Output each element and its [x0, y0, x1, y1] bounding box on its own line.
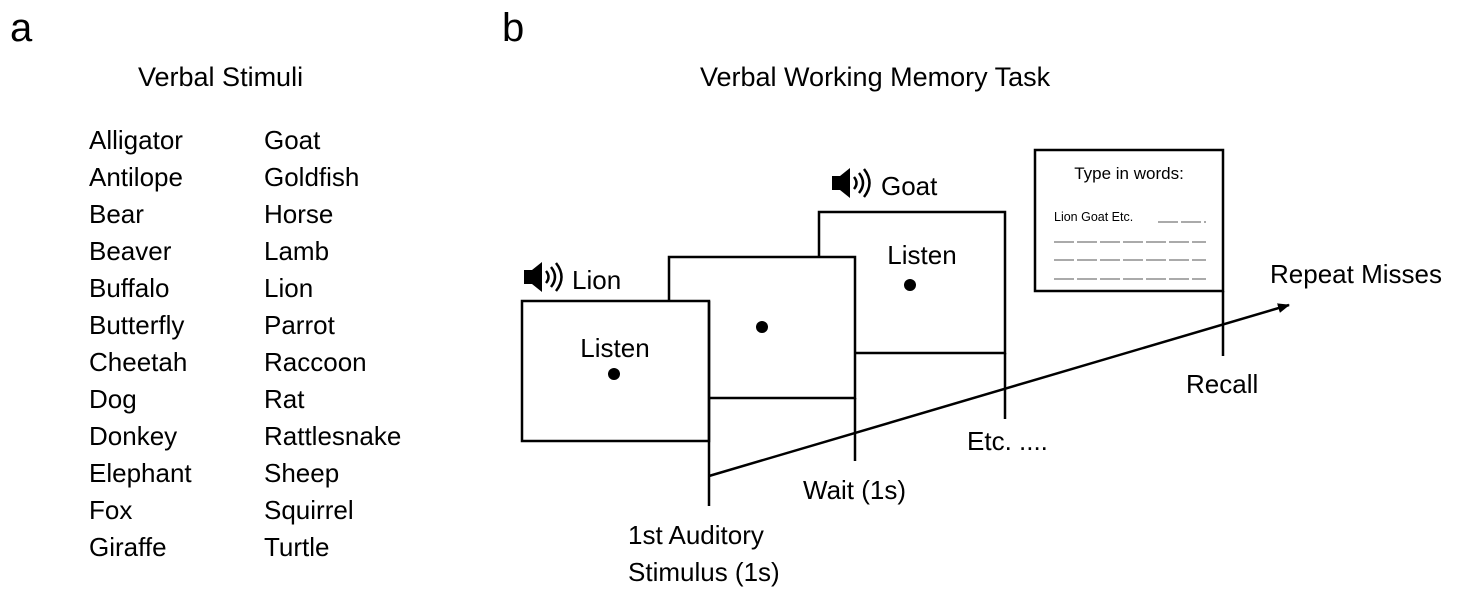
screen-3-text: Listen [887, 240, 956, 270]
label-first-stimulus-line1: 1st Auditory [628, 520, 764, 550]
speaker-icon [832, 168, 871, 198]
stimulus-word: Bear [89, 199, 144, 229]
stimulus-word: Squirrel [264, 495, 354, 525]
speaker-icon [524, 262, 563, 292]
recall-entered-words: Lion Goat Etc. [1054, 210, 1133, 224]
recall-blank-lines [1054, 221, 1206, 280]
stimulus-word: Elephant [89, 458, 192, 488]
stimulus-word: Sheep [264, 458, 340, 488]
label-wait: Wait (1s) [803, 475, 906, 505]
stimulus-word: Giraffe [89, 532, 167, 562]
panel-a-title: Verbal Stimuli [138, 62, 304, 92]
stimulus-word: Raccoon [264, 347, 367, 377]
stimulus-word: Fox [89, 495, 133, 525]
recall-box [1033, 148, 1225, 293]
label-first-stimulus-line2: Stimulus (1s) [628, 557, 780, 587]
fixation-dot-2 [756, 321, 768, 333]
fixation-dot-1 [608, 368, 620, 380]
fixation-dot-3 [904, 279, 916, 291]
stimulus-word-1: Lion [572, 265, 621, 295]
stimulus-word: Alligator [89, 125, 183, 155]
screen-1-text: Listen [580, 333, 649, 363]
stimulus-word: Butterfly [89, 310, 185, 340]
stimulus-word: Dog [89, 384, 137, 414]
stimulus-word: Rat [264, 384, 305, 414]
stimulus-word: Cheetah [89, 347, 188, 377]
label-etc: Etc. .... [967, 426, 1048, 456]
label-repeat-misses: Repeat Misses [1270, 259, 1442, 289]
timeline-arrow [708, 303, 1290, 478]
stimulus-word: Horse [264, 199, 334, 229]
panel-b-letter: b [502, 6, 525, 50]
stimulus-word: Beaver [89, 236, 172, 266]
panel-a-letter: a [10, 6, 33, 50]
stimulus-word: Goldfish [264, 162, 360, 192]
recall-prompt: Type in words: [1074, 164, 1184, 183]
stimulus-word: Rattlesnake [264, 421, 402, 451]
panel-b-title: Verbal Working Memory Task [700, 62, 1051, 92]
label-recall: Recall [1186, 369, 1258, 399]
stimulus-word-2: Goat [881, 171, 938, 201]
stimulus-word: Donkey [89, 421, 178, 451]
stimulus-word: Buffalo [89, 273, 170, 303]
stimulus-word: Lion [264, 273, 314, 303]
stimulus-word: Turtle [264, 532, 330, 562]
stimulus-word: Antilope [89, 162, 183, 192]
stimulus-word: Goat [264, 125, 321, 155]
stimulus-word: Lamb [264, 236, 330, 266]
stimulus-word: Parrot [264, 310, 335, 340]
